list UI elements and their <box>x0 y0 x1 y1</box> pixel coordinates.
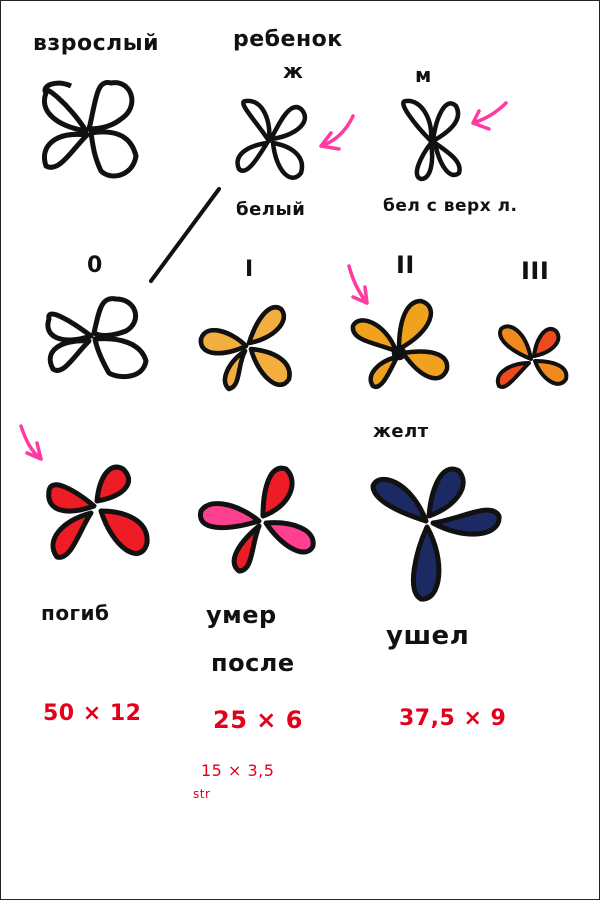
label-child-f: ж <box>283 59 304 83</box>
flower-stage-3 <box>495 324 569 389</box>
flower-adult <box>42 80 139 179</box>
flower-red <box>46 464 150 560</box>
label-white: белый <box>236 199 306 220</box>
flower-stage-0 <box>45 296 149 380</box>
label-left: ушел <box>386 621 470 651</box>
arrow-icon <box>19 424 43 461</box>
flower-child-f <box>235 98 308 180</box>
number-2: 25 × 6 <box>213 706 303 734</box>
label-child: ребенок <box>233 27 343 52</box>
label-yellow: желт <box>373 421 429 442</box>
label-died-after-1: умер <box>206 601 277 629</box>
arrow-icon <box>471 101 508 131</box>
flower-pink <box>198 465 316 574</box>
flower-stage-2 <box>350 298 450 390</box>
label-died-after-2: после <box>211 649 295 677</box>
label-adult: взрослый <box>33 31 160 56</box>
label-stage-3: III <box>521 257 550 285</box>
label-stage-2: II <box>396 251 415 279</box>
flower-stage-1 <box>198 305 292 392</box>
flower-child-m <box>401 98 462 182</box>
label-stage-1: I <box>245 257 254 282</box>
flower-navy <box>370 466 502 602</box>
arrow-icon <box>319 114 355 151</box>
label-white-top: бел с верх л. <box>383 196 518 216</box>
number-4-note: str <box>193 787 211 801</box>
label-died: погиб <box>41 601 110 625</box>
connector-line <box>149 187 221 283</box>
number-1: 50 × 12 <box>43 701 142 726</box>
label-stage-0: 0 <box>87 253 103 278</box>
arrow-icon <box>347 264 369 305</box>
label-child-m: м <box>415 63 432 87</box>
number-3: 37,5 × 9 <box>399 706 507 731</box>
number-4: 15 × 3,5 <box>201 761 275 780</box>
